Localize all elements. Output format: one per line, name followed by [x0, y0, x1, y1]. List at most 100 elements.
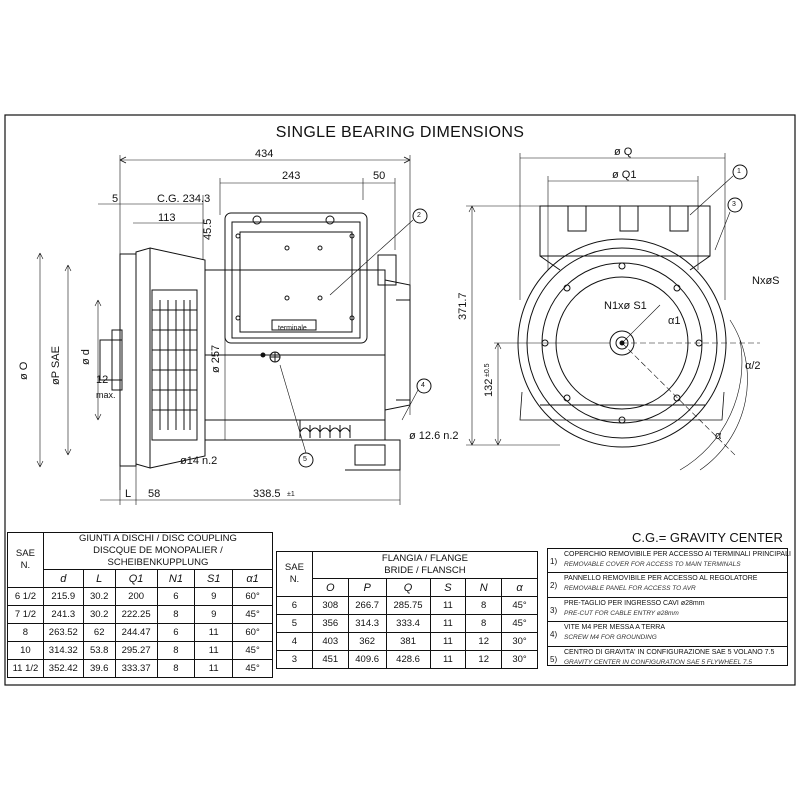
note-text-en: PRE-CUT FOR CABLE ENTRY ø28mm — [564, 609, 679, 617]
coupling-cell: 45° — [232, 605, 273, 624]
coupling-cell: 6 — [156, 587, 196, 606]
dim-113: 113 — [158, 212, 176, 224]
dim-length-50: 50 — [373, 170, 386, 182]
note-text-en: REMOVABLE COVER FOR ACCESS TO MAIN TERMI… — [564, 561, 741, 568]
dim-holes-N1: N1xø S1 — [604, 300, 647, 312]
flange-col-header: α — [501, 578, 538, 597]
flange-cell: 333.4 — [385, 614, 431, 633]
dim-dia-257: ø 257 — [210, 344, 222, 373]
dim-12: 12 — [96, 374, 109, 386]
dim-dia-14: ø14 n.2 — [180, 455, 218, 467]
coupling-cell: 7 1/2 — [7, 605, 44, 624]
coupling-cell: 39.6 — [82, 659, 116, 678]
flange-cell: 451 — [311, 650, 349, 669]
dim-58: 58 — [148, 488, 161, 500]
note-text-it: COPERCHIO REMOVIBILE PER ACCESSO AI TERM… — [564, 551, 791, 558]
coupling-cell: 9 — [194, 605, 234, 624]
note-text-it: PANNELLO REMOVIBILE PER ACCESSO AL REGOL… — [564, 575, 758, 583]
dim-overall-length: 434 — [255, 148, 274, 160]
coupling-cell: 200 — [114, 587, 158, 606]
note-text-it: CENTRO DI GRAVITA' IN CONFIGURAZIONE SAE… — [564, 648, 775, 656]
dim-height-132: 132 — [483, 378, 495, 397]
coupling-cell: 8 — [156, 605, 196, 624]
flange-col-header: Q — [385, 578, 431, 597]
dim-dia-Q1: ø Q1 — [612, 169, 637, 181]
coupling-cell: 30.2 — [82, 587, 116, 606]
coupling-cell: 352.42 — [42, 659, 84, 678]
flange-cell: 428.6 — [385, 650, 431, 669]
coupling-n-label: N. — [20, 560, 31, 571]
flange-col-header: P — [347, 578, 387, 597]
flange-cell: 8 — [465, 596, 503, 615]
flange-sae-label: SAE — [284, 562, 304, 573]
dim-dia-12-6: ø 12.6 n.2 — [409, 430, 459, 442]
flange-cell: 45° — [501, 614, 538, 633]
coupling-cell: 11 — [194, 623, 234, 642]
dim-height-371: 371.7 — [457, 292, 469, 320]
note-number: 2) — [550, 581, 558, 591]
terminal-tag: terminale — [278, 325, 307, 332]
notes-box: 1)COPERCHIO REMOVIBILE PER ACCESSO AI TE… — [547, 548, 791, 666]
flange-title: FLANGIA / FLANGE BRIDE / FLANSCH — [311, 551, 539, 579]
flange-cell: 356 — [311, 614, 349, 633]
coupling-cell: 53.8 — [82, 641, 116, 660]
coupling-col-header: L — [82, 569, 116, 588]
callout-3: 3 — [732, 201, 736, 208]
coupling-col-header: S1 — [194, 569, 234, 588]
note-text-en: REMOVABLE PANEL FOR ACCESS TO AVR — [564, 585, 696, 593]
callout-1: 1 — [737, 168, 741, 175]
coupling-cell: 8 — [156, 641, 196, 660]
dim-45-5: 45.5 — [202, 218, 214, 240]
note-number: 3) — [550, 605, 558, 615]
flange-cell: 6 — [276, 596, 313, 615]
flange-cell: 5 — [276, 614, 313, 633]
coupling-cell: 244.47 — [114, 623, 158, 642]
callout-5: 5 — [303, 456, 307, 463]
coupling-cell: 6 — [156, 623, 196, 642]
coupling-cell: 9 — [194, 587, 234, 606]
flange-col-header: S — [429, 578, 467, 597]
flange-cell: 30° — [501, 650, 538, 669]
dim-338-tolerance: ±1 — [287, 491, 295, 498]
flange-cell: 381 — [385, 632, 431, 651]
coupling-sae-header: SAE N. — [7, 532, 44, 588]
dim-alpha-half: α/2 — [745, 360, 761, 372]
flange-n-label: N. — [289, 574, 300, 585]
flange-cell: 8 — [465, 614, 503, 633]
flange-cell: 314.3 — [347, 614, 387, 633]
dim-dia-d: ø d — [80, 349, 92, 365]
note-number: 5) — [550, 654, 558, 664]
coupling-col-header: d — [42, 569, 84, 588]
flange-cell: 403 — [311, 632, 349, 651]
flange-col-header: N — [465, 578, 503, 597]
coupling-cell: 215.9 — [42, 587, 84, 606]
note-item: 5) CENTRO DI GRAVITA' IN CONFIGURAZIONE S… — [548, 647, 787, 670]
note-text-en: SCREW M4 FOR GROUNDING — [564, 634, 657, 642]
dim-length-243: 243 — [282, 170, 301, 182]
coupling-cell: 333.37 — [114, 659, 158, 678]
flange-cell: 11 — [429, 596, 467, 615]
coupling-cell: 8 — [7, 623, 44, 642]
coupling-cell: 11 — [194, 641, 234, 660]
flange-cell: 11 — [429, 632, 467, 651]
coupling-cell: 295.27 — [114, 641, 158, 660]
coupling-table: SAE N. GIUNTI A DISCHI / DISC COUPLING D… — [7, 532, 274, 678]
dim-dia-O: ø O — [18, 361, 30, 380]
side-view-drawing — [36, 155, 432, 505]
flange-cell: 30° — [501, 632, 538, 651]
dim-max: max. — [96, 390, 116, 400]
flange-cell: 409.6 — [347, 650, 387, 669]
flange-cell: 266.7 — [347, 596, 387, 615]
coupling-cell: 60° — [232, 587, 273, 606]
flange-title-line2: BRIDE / FLANSCH — [384, 565, 466, 576]
